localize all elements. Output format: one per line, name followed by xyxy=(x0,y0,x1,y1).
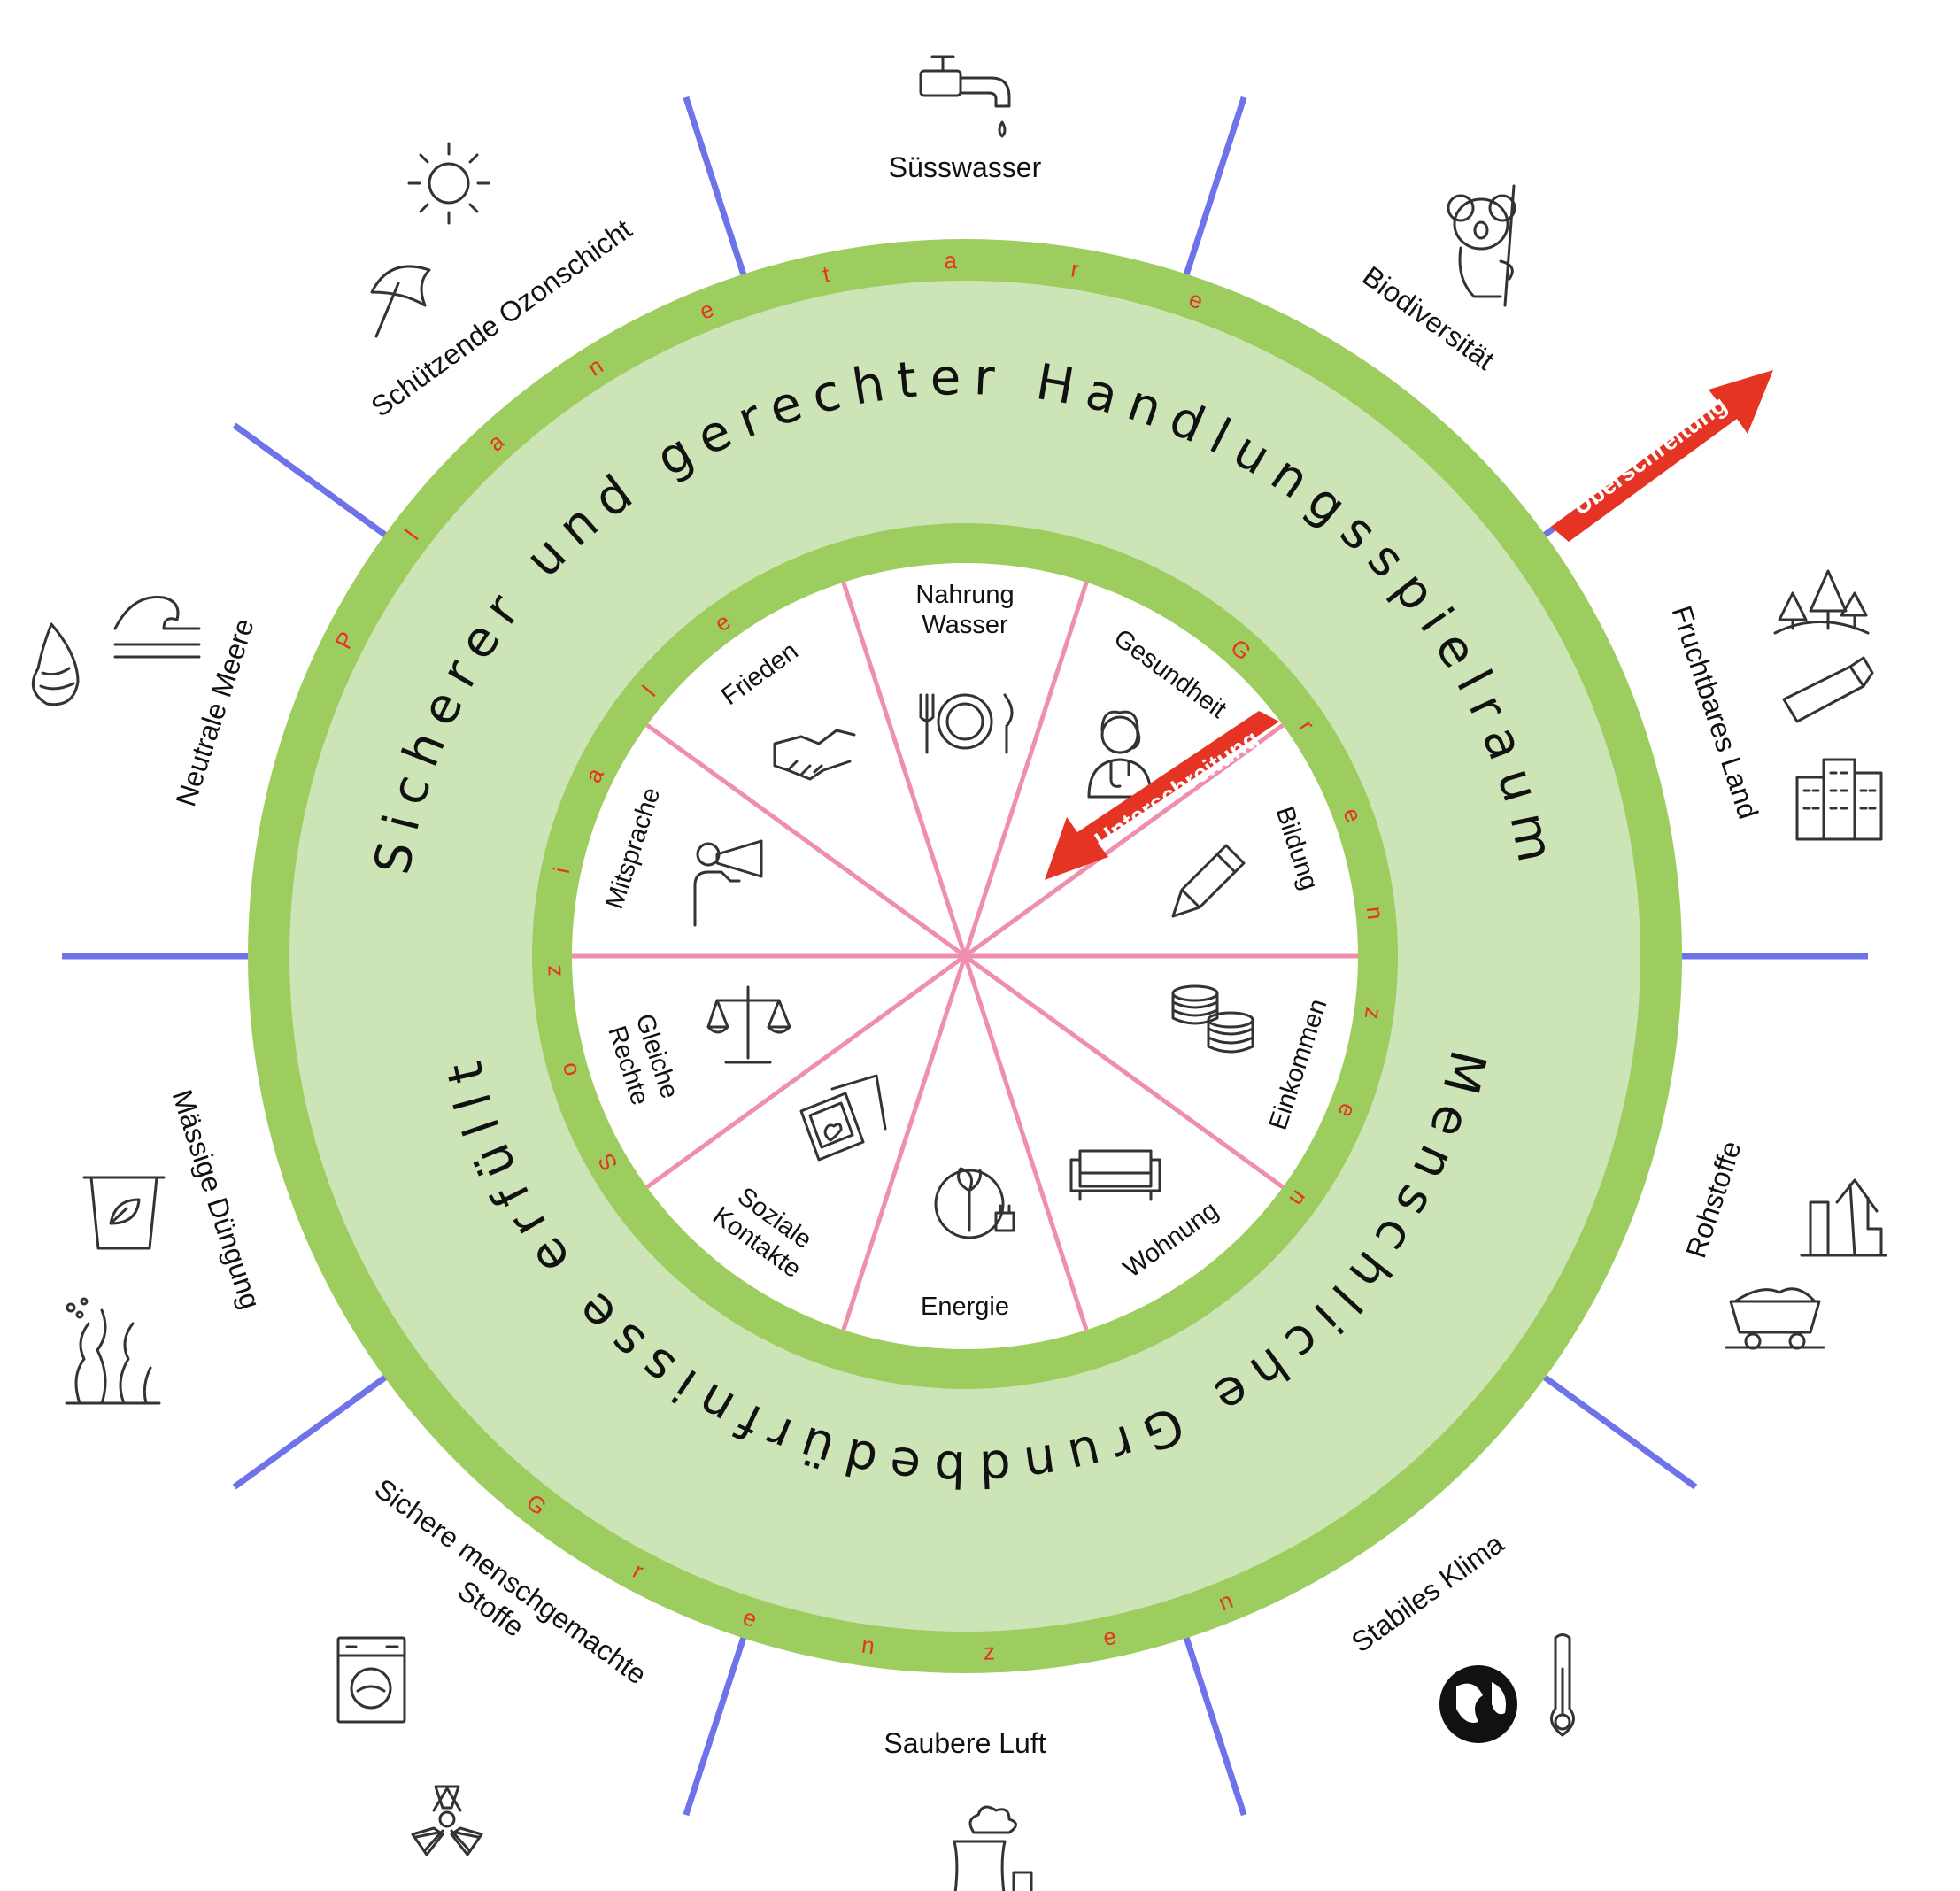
koala-icon xyxy=(1447,184,1516,307)
seaweed-icon xyxy=(65,1297,161,1405)
planetary-label-text: Saubere Luft xyxy=(884,1727,1046,1759)
sofa-icon xyxy=(1069,1149,1161,1201)
ring-letter: z xyxy=(1360,1006,1388,1021)
sector-line xyxy=(962,955,1089,1331)
sector-line xyxy=(963,953,1285,1189)
saw-icon xyxy=(1782,656,1874,723)
ring-letter: e xyxy=(1100,1623,1118,1651)
sector-line xyxy=(963,723,1285,959)
ring-letter: z xyxy=(983,1638,995,1664)
sector-line xyxy=(841,955,968,1331)
social-label-text: Energie xyxy=(921,1293,1009,1321)
planetary-label-8: Mässige Düngung xyxy=(166,1085,267,1312)
ring-letter: i xyxy=(548,865,575,876)
sector-line xyxy=(645,953,967,1189)
planetary-label-text: Rohstoffe xyxy=(1679,1137,1747,1262)
planetary-label-text: Süsswasser xyxy=(889,151,1042,183)
boundary-line xyxy=(1177,96,1247,292)
ring-letter: n xyxy=(860,1631,876,1659)
planetary-label-4: Rohstoffe xyxy=(1679,1137,1747,1262)
pencil-icon xyxy=(1171,844,1246,918)
sun-icon xyxy=(407,142,490,225)
power-plant-icon xyxy=(953,1805,1033,1891)
handshake-icon xyxy=(773,729,856,781)
planetary-icons xyxy=(31,55,1887,1891)
globe-icon xyxy=(1439,1665,1517,1743)
boundary-line xyxy=(683,96,752,292)
sector-line xyxy=(645,723,967,959)
boundary-line xyxy=(232,422,401,548)
plant-plug-icon xyxy=(934,1167,1015,1239)
oil-pump-icon xyxy=(1800,1178,1887,1257)
social-icons xyxy=(693,693,1254,1239)
water-tap-icon xyxy=(919,55,1011,138)
coins-icon xyxy=(1171,984,1254,1054)
shell-icon xyxy=(31,622,80,706)
bin-icon xyxy=(82,1176,166,1250)
megaphone-icon xyxy=(693,839,763,927)
ring-letter: n xyxy=(1362,906,1389,922)
building-icon xyxy=(1795,758,1883,841)
planetary-label-6: Saubere Luft xyxy=(884,1727,1046,1759)
scales-icon xyxy=(706,985,791,1064)
wave-icon xyxy=(113,595,201,659)
boundary-line xyxy=(1177,1620,1247,1817)
planetary-label-text: Biodiversität xyxy=(1357,259,1501,376)
sector-line xyxy=(841,581,968,957)
boundary-line xyxy=(1529,1364,1698,1490)
plate-cutlery-icon xyxy=(919,693,1014,754)
social-label-6: Energie xyxy=(921,1293,1009,1321)
minecart-icon xyxy=(1725,1287,1825,1350)
social-label-text: Nahrung xyxy=(915,581,1014,609)
overshoot-label: Überschreitung xyxy=(1567,390,1732,521)
umbrella-icon xyxy=(370,265,431,338)
photos-icon xyxy=(799,1074,887,1162)
radiation-icon xyxy=(411,1785,483,1856)
boundary-line xyxy=(232,1364,401,1490)
social-sector-lines xyxy=(572,581,1358,1331)
ring-letter: a xyxy=(944,247,958,274)
planetary-label-3: Fruchtbares Land xyxy=(1666,602,1765,823)
planetary-label-1: Süsswasser xyxy=(889,151,1042,183)
forest-icon xyxy=(1773,569,1870,635)
thermometer-icon xyxy=(1550,1633,1575,1737)
planetary-label-text: Fruchtbares Land xyxy=(1666,602,1765,823)
ring-letter: z xyxy=(539,964,566,976)
boundary-line xyxy=(683,1620,752,1817)
social-label-text: Wasser xyxy=(922,611,1008,639)
sector-line xyxy=(962,581,1089,957)
overshoot-arrow: Überschreitung xyxy=(1551,370,1773,542)
washing-machine-icon xyxy=(336,1636,406,1724)
doctor-icon xyxy=(1087,710,1153,799)
planetary-label-text: Mässige Düngung xyxy=(166,1085,267,1312)
planetary-label-2: Biodiversität xyxy=(1357,259,1501,376)
